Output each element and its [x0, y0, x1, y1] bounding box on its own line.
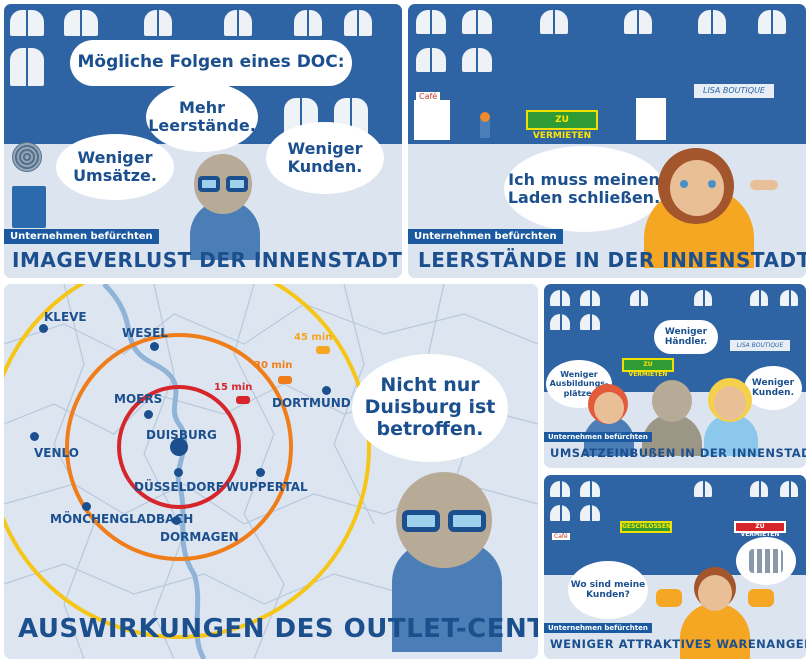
woman-eyes: [680, 180, 716, 188]
panel-vacancies: Café ZU VERMIETEN LISA BOUTIQUE Ich muss…: [408, 4, 806, 278]
city-dot-duisburg: [170, 438, 188, 456]
speech-bubble-customers: Weniger Kunden.: [266, 122, 384, 194]
city-dot-dortmund: [322, 386, 331, 395]
person-left-face: [594, 392, 624, 424]
person-right-face: [714, 386, 746, 420]
person-arm-right: [748, 589, 774, 607]
panel-title: IMAGEVERLUST DER INNENSTADT: [12, 248, 402, 272]
person-body: [680, 603, 750, 659]
ring-label-15min: 15 min: [214, 382, 253, 393]
ring-label-45min: 45 min: [294, 332, 333, 343]
glasses-icon: [194, 176, 252, 192]
thought-bubble-crowd: [736, 537, 796, 585]
glasses-icon: [396, 510, 492, 532]
car-icon-30: [278, 376, 292, 384]
ring-30min: [65, 333, 293, 561]
speech-bubble-fewer-customers: Weniger Kunden.: [744, 366, 802, 410]
city-label-wesel: WESEL: [122, 326, 168, 340]
city-label-moers: MOERS: [114, 392, 163, 406]
city-dot-venlo: [30, 432, 39, 441]
woman-hand: [750, 180, 778, 190]
city-dot-moenchengladbach: [82, 502, 91, 511]
city-label-moenchengladbach: MÖNCHENGLADBACH: [50, 512, 194, 526]
panel-title: UMSATZEINBUßEN IN DER INNENSTADT: [550, 446, 806, 460]
speech-bubble-not-only-duisburg: Nicht nur Duisburg ist betroffen.: [352, 354, 508, 462]
ring-label-30min: 30 min: [254, 360, 293, 371]
cafe-sign: Café: [552, 533, 570, 540]
tag-companies-fear: Unternehmen befürchten: [408, 229, 563, 244]
tag-companies-fear: Unternehmen befürchten: [544, 623, 652, 633]
crowd-icon: [749, 549, 783, 573]
car-icon-45: [316, 346, 330, 354]
woman-head: [670, 160, 724, 216]
speech-bubble-main: Mögliche Folgen eines DOC:: [70, 40, 352, 86]
cafe-sign: Café: [416, 92, 441, 101]
speech-bubble-close-shop: Ich muss meinen Laden schließen.: [504, 146, 664, 232]
plant-icon: [12, 142, 42, 172]
city-dot-duesseldorf: [174, 468, 183, 477]
speech-bubble-vacancies: Mehr Leerstände.: [146, 82, 258, 152]
tag-companies-fear: Unternehmen befürchten: [544, 432, 652, 442]
city-dot-moers: [144, 410, 153, 419]
panel-image-loss: Mögliche Folgen eines DOC: Mehr Leerstän…: [4, 4, 402, 278]
city-label-venlo: VENLO: [34, 446, 79, 460]
panel-less-attractive-offer: Café GESCHLOSSEN ZU VERMIETEN Wo sind me…: [544, 475, 806, 659]
tag-companies-fear: Unternehmen befürchten: [4, 229, 159, 244]
small-person: [480, 120, 490, 138]
city-label-dortmund: DORTMUND: [272, 396, 351, 410]
city-dot-kleve: [39, 324, 48, 333]
city-label-dormagen: DORMAGEN: [160, 530, 239, 544]
person-middle-head: [652, 380, 692, 422]
city-label-duisburg: DUISBURG: [146, 428, 217, 442]
city-label-kleve: KLEVE: [44, 310, 87, 324]
city-dot-wesel: [150, 342, 159, 351]
panel-title: WENIGER ATTRAKTIVES WARENANGEBOT: [550, 637, 806, 651]
speech-bubble-fewer-traders: Weniger Händler.: [654, 320, 718, 354]
panel-title: LEERSTÄNDE IN DER INNENSTADT: [418, 248, 806, 272]
small-person-head: [480, 112, 490, 122]
car-icon-15: [236, 396, 250, 404]
speech-bubble-where-customers: Wo sind meine Kunden?: [568, 561, 648, 619]
for-rent-sign: ZU VERMIETEN: [622, 358, 674, 378]
person-face: [698, 575, 732, 611]
city-dot-dormagen: [172, 516, 181, 525]
for-rent-sign: ZU VERMIETEN: [734, 521, 786, 538]
city-label-duesseldorf: DÜSSELDORF: [134, 480, 224, 494]
boutique-sign: LISA BOUTIQUE: [730, 340, 790, 351]
panel-title: AUSWIRKUNGEN DES OUTLET-CENTERS: [18, 614, 538, 644]
speech-bubble-sales: Weniger Umsätze.: [56, 134, 174, 200]
person-arm-left: [656, 589, 682, 607]
closed-sign: GESCHLOSSEN: [620, 521, 672, 533]
panel-revenue-loss: ZU VERMIETEN LISA BOUTIQUE Weniger Händl…: [544, 284, 806, 468]
city-dot-wuppertal: [256, 468, 265, 477]
boutique-sign: LISA BOUTIQUE: [694, 84, 774, 98]
for-rent-sign: ZU VERMIETEN: [526, 110, 598, 141]
ring-15min: [117, 385, 241, 509]
ring-45min: [4, 284, 371, 639]
panel-outlet-impact-map: KLEVE WESEL MOERS DUISBURG DORTMUND VENL…: [4, 284, 538, 659]
plant-pot: [12, 186, 46, 228]
city-label-wuppertal: WUPPERTAL: [226, 480, 308, 494]
